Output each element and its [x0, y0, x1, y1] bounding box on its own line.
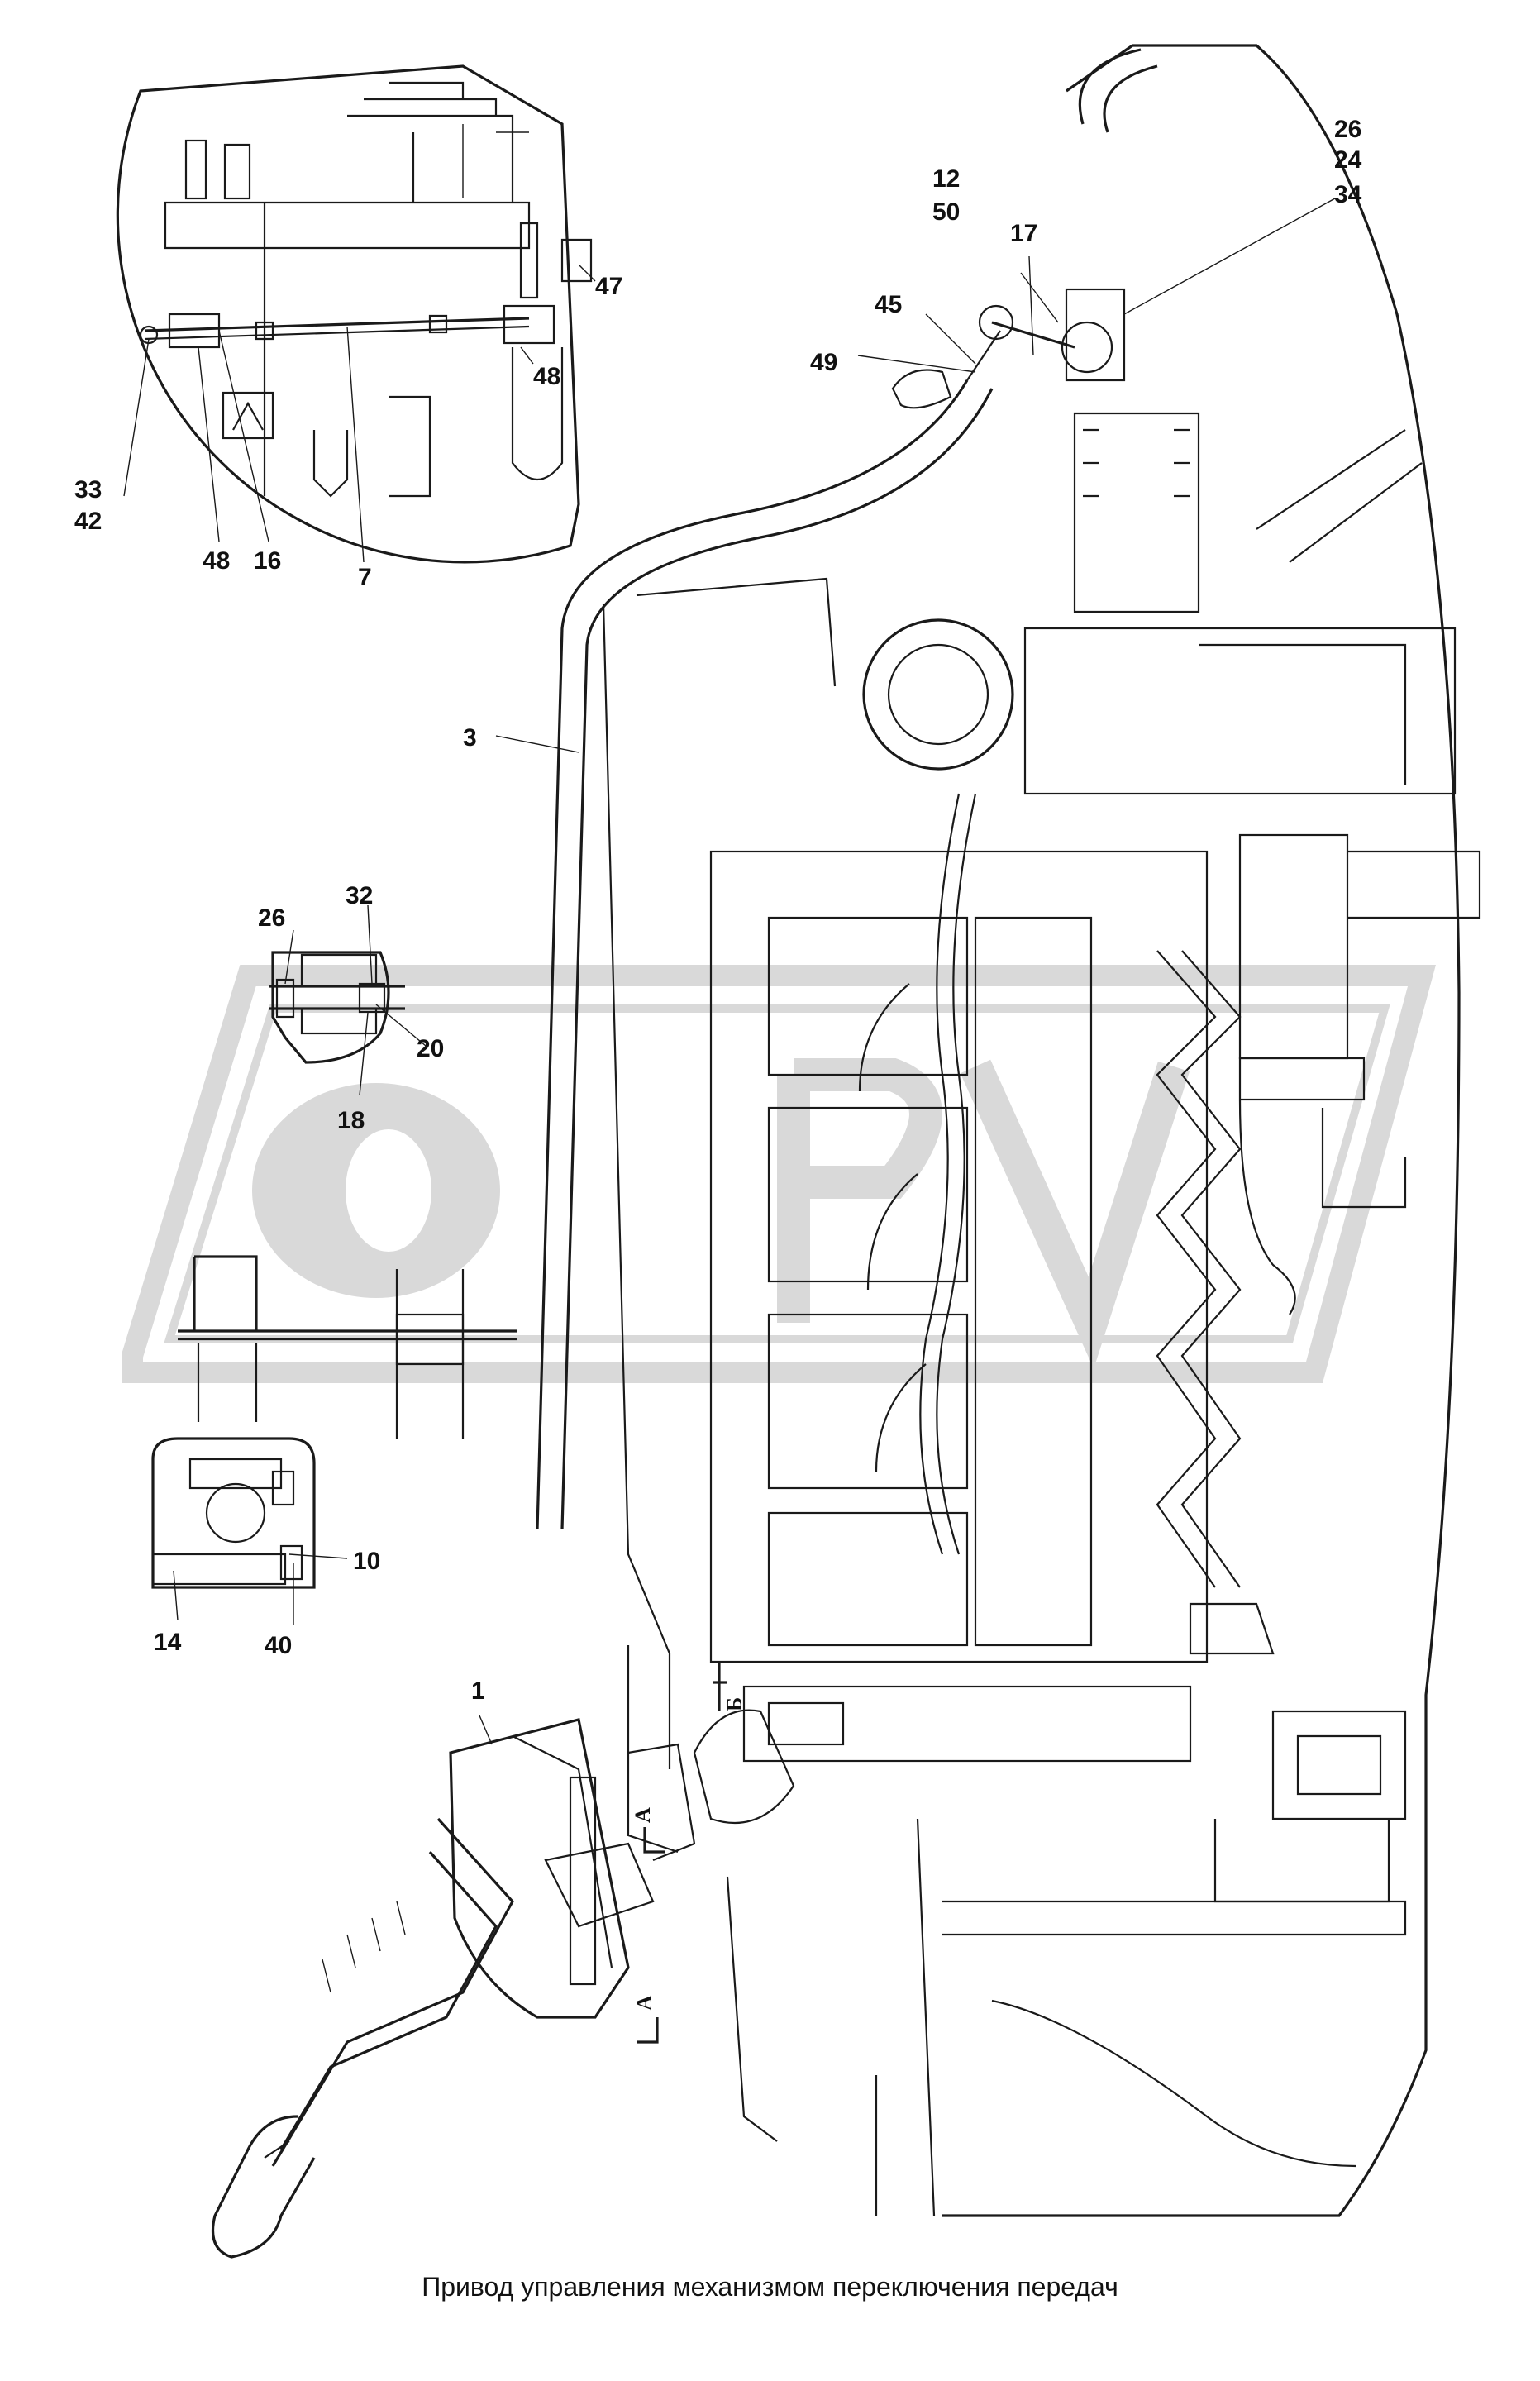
- callout-48: 48: [533, 363, 560, 390]
- callout-labels: 47 48 33 42 48 16 7 26 24 34 12 50 17 45…: [74, 116, 1362, 2011]
- callout-26: 26: [258, 904, 285, 932]
- callout-47: 47: [595, 273, 622, 300]
- callout-40: 40: [265, 1632, 292, 1659]
- engine-assembly: [536, 44, 1481, 2217]
- callout-18: 18: [337, 1107, 365, 1134]
- callout-20: 20: [417, 1035, 444, 1062]
- callout-1: 1: [471, 1677, 485, 1705]
- callout-12: 12: [932, 165, 960, 193]
- callout-32: 32: [346, 882, 373, 909]
- callout-48: 48: [203, 547, 230, 575]
- gear-shift-lever: [211, 1718, 696, 2259]
- callout-14: 14: [154, 1629, 182, 1656]
- callout-7: 7: [358, 564, 372, 591]
- callout-24: 24: [1334, 146, 1362, 174]
- section-mark-a-lower: A: [632, 1995, 656, 2011]
- callout-10: 10: [353, 1548, 380, 1575]
- figure-caption: Привод управления механизмом переключени…: [422, 2272, 1118, 2302]
- inset-top-left: [116, 64, 593, 564]
- leader-lines: [123, 198, 1336, 2044]
- callout-3: 3: [463, 724, 477, 752]
- watermark-logo: [122, 965, 1436, 1383]
- callout-42: 42: [74, 508, 102, 535]
- section-mark-b: Б: [722, 1697, 746, 1711]
- callout-50: 50: [932, 198, 960, 226]
- inset-joint-detail: [151, 1255, 517, 1589]
- callout-49: 49: [810, 349, 837, 376]
- callout-16: 16: [254, 547, 281, 575]
- section-mark-a-upper: A: [631, 1807, 655, 1823]
- callout-34: 34: [1334, 181, 1362, 208]
- callout-26: 26: [1334, 116, 1361, 143]
- callout-17: 17: [1010, 220, 1037, 247]
- callout-45: 45: [875, 291, 902, 318]
- callout-33: 33: [74, 476, 102, 503]
